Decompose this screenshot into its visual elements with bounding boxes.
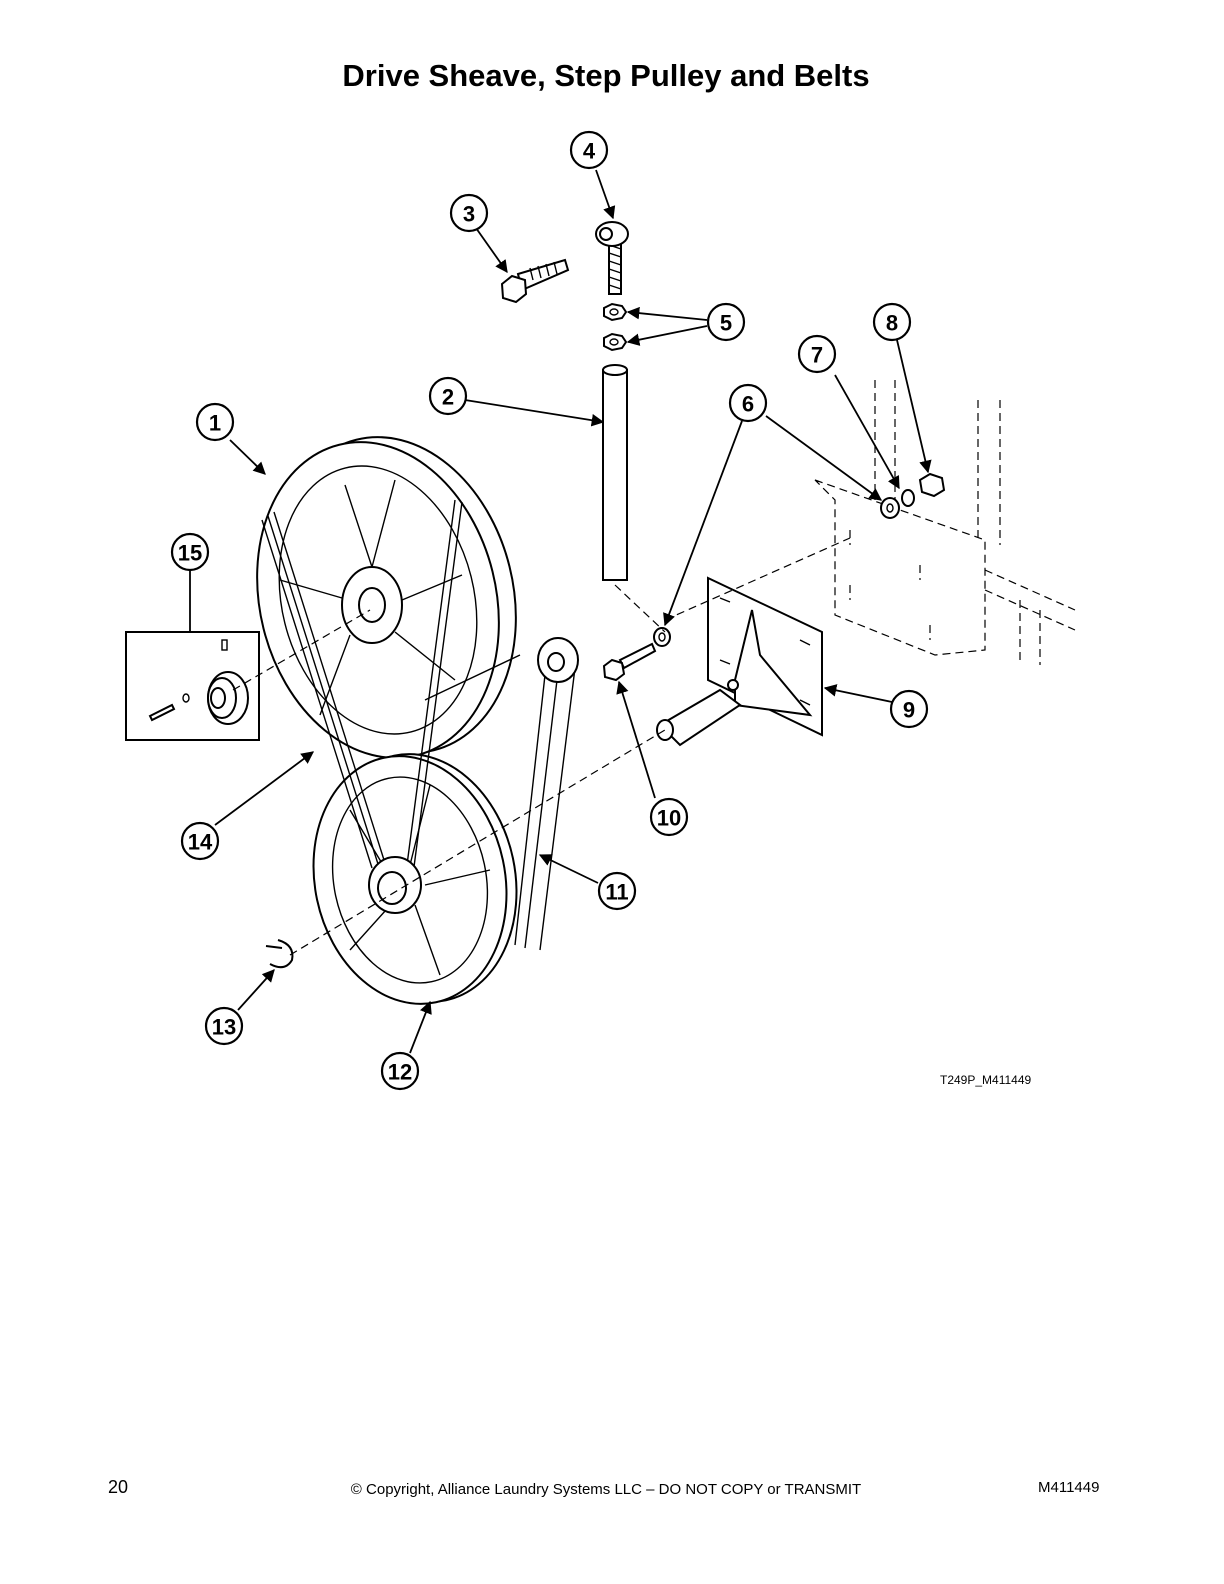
callout-15: 15 xyxy=(170,532,210,572)
callout-6: 6 xyxy=(728,383,768,423)
callout-circle xyxy=(889,689,929,729)
callout-10: 10 xyxy=(649,797,689,837)
callout-label: 14 xyxy=(188,830,213,855)
frame-hardware xyxy=(880,472,946,519)
callout-circle xyxy=(728,383,768,423)
mounting-bolt xyxy=(602,642,657,682)
callout-9: 9 xyxy=(889,689,929,729)
callout-circle xyxy=(872,302,912,342)
page-number: 20 xyxy=(108,1477,129,1497)
callout-13: 13 xyxy=(204,1006,244,1046)
callout-11: 11 xyxy=(597,871,637,911)
callout-4: 4 xyxy=(569,130,609,170)
callout-label: 10 xyxy=(657,806,681,831)
callout-circle xyxy=(428,376,468,416)
callout-1: 1 xyxy=(195,402,235,442)
callout-2: 2 xyxy=(428,376,468,416)
hex-nuts xyxy=(603,302,628,352)
page-title: Drive Sheave, Step Pulley and Belts xyxy=(342,58,870,93)
callout-label: 11 xyxy=(605,880,628,905)
callout-label: 7 xyxy=(811,343,823,368)
callout-label: 13 xyxy=(212,1015,236,1040)
callout-circle xyxy=(170,532,210,572)
callout-circle xyxy=(569,130,609,170)
retaining-clip xyxy=(265,939,294,969)
callout-label: 15 xyxy=(178,541,202,566)
drawing-code: T249P_M411449 xyxy=(940,1073,1032,1087)
callout-label: 9 xyxy=(903,698,915,723)
callout-label: 5 xyxy=(720,311,732,336)
callout-5: 5 xyxy=(706,302,746,342)
v-belts xyxy=(261,499,463,883)
callout-circle xyxy=(380,1051,420,1091)
step-pulley-hub xyxy=(368,856,422,914)
callout-circle xyxy=(597,871,637,911)
callout-8: 8 xyxy=(872,302,912,342)
drive-sheave xyxy=(256,436,517,759)
callout-circle xyxy=(649,797,689,837)
assembly-lines xyxy=(232,537,851,956)
callout-label: 6 xyxy=(742,392,754,417)
document-number: M411449 xyxy=(1038,1479,1100,1496)
callout-label: 4 xyxy=(583,139,596,164)
callout-label: 2 xyxy=(442,385,454,410)
callout-12: 12 xyxy=(380,1051,420,1091)
hex-bolt xyxy=(500,258,570,304)
machine-frame-outline xyxy=(814,380,1076,665)
callout-circle xyxy=(195,402,235,442)
callout-label: 12 xyxy=(388,1060,412,1085)
tube-spacer xyxy=(602,364,628,581)
callout-14: 14 xyxy=(180,821,220,861)
callout-circle xyxy=(797,334,837,374)
callout-circle xyxy=(706,302,746,342)
callout-circle xyxy=(180,821,220,861)
callout-label: 1 xyxy=(209,411,221,436)
callout-label: 3 xyxy=(463,202,475,227)
mounting-plate-spindle xyxy=(656,576,823,747)
leader-lines xyxy=(189,169,932,1054)
drive-belt xyxy=(424,637,579,951)
copyright-notice: © Copyright, Alliance Laundry Systems LL… xyxy=(350,1481,862,1498)
flat-washer xyxy=(653,627,671,647)
callout-7: 7 xyxy=(797,334,837,374)
callout-circle xyxy=(449,193,489,233)
eyebolt xyxy=(595,221,629,295)
bushing-inset xyxy=(125,631,260,741)
callout-3: 3 xyxy=(449,193,489,233)
callout-label: 8 xyxy=(886,311,898,336)
callout-circle xyxy=(204,1006,244,1046)
